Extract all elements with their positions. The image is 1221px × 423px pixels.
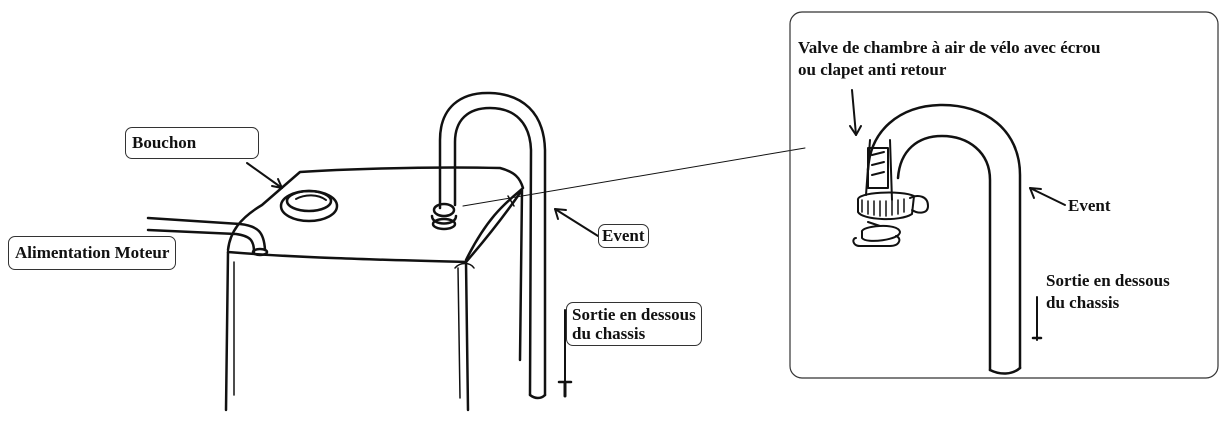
label-valve-line2: ou clapet anti retour bbox=[798, 60, 947, 79]
label-valve-line1: Valve de chambre à air de vélo avec écro… bbox=[798, 38, 1101, 57]
label-event-detail: Event bbox=[1068, 196, 1111, 215]
tank-cap bbox=[279, 189, 339, 223]
detail-frame bbox=[789, 11, 1219, 379]
label-sortie-main: Sortie en dessous du chassis bbox=[566, 302, 702, 346]
label-sortie-detail-line2: du chassis bbox=[1046, 293, 1120, 312]
arrows-detail bbox=[849, 89, 1066, 341]
label-bouchon: Bouchon bbox=[125, 127, 259, 159]
engine-feed-pipe bbox=[146, 216, 269, 257]
vent-tube-detail bbox=[866, 103, 1022, 375]
label-alimentation-moteur: Alimentation Moteur bbox=[8, 236, 177, 270]
label-event-main: Event bbox=[598, 224, 649, 248]
connector-line bbox=[462, 147, 806, 207]
vent-tube-main bbox=[430, 91, 547, 400]
bike-valve bbox=[852, 139, 929, 247]
label-sortie-detail-line1: Sortie en dessous bbox=[1046, 271, 1170, 290]
label-sortie-main-line2: du chassis bbox=[572, 324, 646, 343]
label-sortie-main-line1: Sortie en dessous bbox=[572, 305, 696, 324]
arrows-main bbox=[246, 162, 599, 398]
